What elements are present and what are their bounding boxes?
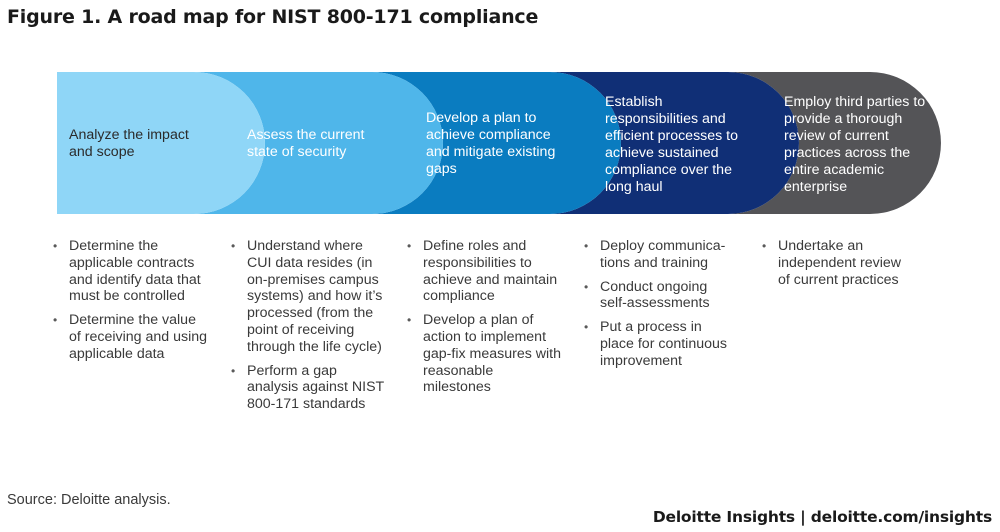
action-item: Undertake an independent review of curre… [762,238,912,288]
roadmap-step-2-shape [194,72,443,214]
step-5-actions: Undertake an independent review of curre… [762,238,912,295]
roadmap-step-4-label: Establish responsibilities and efficient… [605,94,739,195]
roadmap-step-5-label: Employ third parties to provide a thorou… [784,94,926,195]
action-item: Perform a gap analysis against NIST 800-… [231,363,386,413]
action-item: Develop a plan of action to implement ga… [407,312,562,396]
roadmap-step-1-shape [57,72,265,214]
action-item: Conduct ongoing self-assessments [584,279,734,313]
roadmap-step-5-shape [728,72,941,214]
action-item: Put a process in place for continuous im… [584,319,734,369]
action-item: Define roles and responsibilities to ach… [407,238,562,305]
source-note: Source: Deloitte analysis. [7,492,171,508]
roadmap-step-1-label: Analyze the impact and scope [69,127,189,160]
action-item: Understand where CUI data resides (in on… [231,238,386,356]
figure-title: Figure 1. A road map for NIST 800-171 co… [7,6,539,28]
step-3-actions: Define roles and responsibilities to ach… [407,238,562,403]
step-4-actions: Deploy communica-tions and training Cond… [584,238,734,377]
action-item: Determine the applicable contracts and i… [53,238,208,305]
roadmap-step-3-shape [372,72,621,214]
action-item: Determine the value of receiving and usi… [53,312,208,362]
roadmap-diagram [57,72,941,214]
roadmap-step-2-label: Assess the current state of security [247,127,365,160]
step-2-actions: Understand where CUI data resides (in on… [231,238,386,420]
brand-footer: Deloitte Insights | deloitte.com/insight… [652,508,992,526]
roadmap-step-3-label: Develop a plan to achieve compliance and… [426,110,556,177]
action-item: Deploy communica-tions and training [584,238,734,272]
step-1-actions: Determine the applicable contracts and i… [53,238,208,370]
roadmap-step-4-shape [550,72,799,214]
